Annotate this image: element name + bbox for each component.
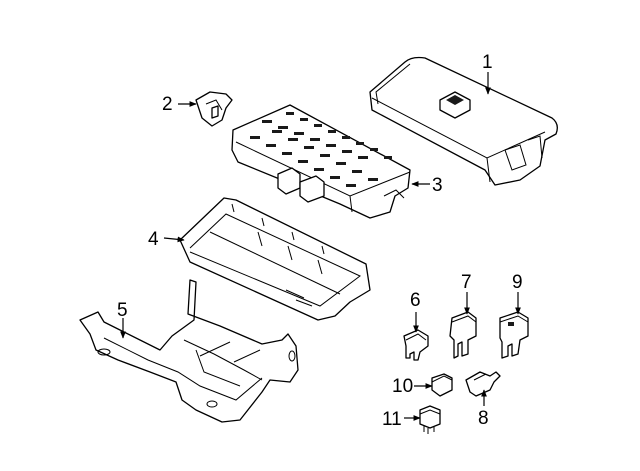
part-2-clip bbox=[195, 91, 233, 127]
callout-5: 5 bbox=[117, 300, 128, 321]
part-4-tray bbox=[179, 197, 371, 321]
part-7-fuse bbox=[449, 311, 477, 359]
callout-1: 1 bbox=[482, 52, 493, 73]
part-10-connector bbox=[431, 373, 453, 397]
callout-8: 8 bbox=[478, 408, 489, 429]
leader-lines bbox=[120, 72, 521, 421]
callout-9: 9 bbox=[512, 272, 523, 293]
fuse-slot-grid bbox=[250, 112, 392, 187]
callout-3: 3 bbox=[432, 175, 443, 196]
callout-6: 6 bbox=[410, 290, 421, 311]
callout-10: 10 bbox=[392, 376, 413, 397]
part-3-fuse-box bbox=[231, 104, 411, 219]
part-1-cover bbox=[369, 56, 558, 186]
callout-7: 7 bbox=[461, 272, 472, 293]
part-5-bracket bbox=[79, 279, 299, 423]
leader-4 bbox=[163, 236, 185, 243]
callout-4: 4 bbox=[148, 229, 159, 250]
callout-11: 11 bbox=[382, 409, 402, 430]
part-8-breaker bbox=[465, 371, 501, 397]
part-9-maxi-fuse bbox=[499, 311, 529, 359]
callout-2: 2 bbox=[162, 94, 173, 115]
part-11-relay bbox=[419, 405, 441, 434]
callout-labels: 1 2 3 4 5 6 7 8 9 10 11 bbox=[117, 52, 523, 430]
part-6-mini-fuse bbox=[403, 329, 429, 361]
